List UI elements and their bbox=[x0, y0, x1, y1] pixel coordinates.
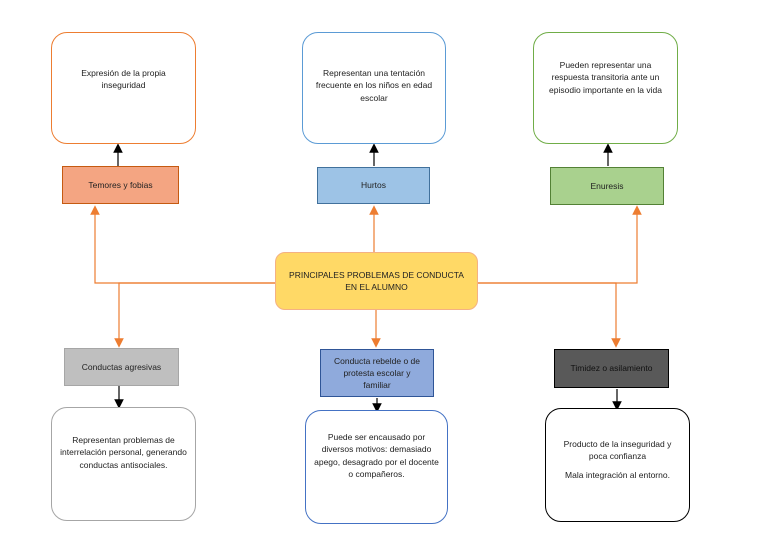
category-enuresis: Enuresis bbox=[550, 167, 664, 205]
category-temores-label: Temores y fobias bbox=[88, 179, 153, 190]
description-agresivas-text: Representan problemas de interrelación p… bbox=[60, 435, 187, 470]
center-label: PRINCIPALES PROBLEMAS DE CONDUCTA EN EL … bbox=[289, 269, 464, 292]
description-timidez-text-2: Mala integración al entorno. bbox=[565, 469, 670, 480]
description-temores-text: Expresión de la propia inseguridad bbox=[81, 68, 166, 91]
category-agresivas: Conductas agresivas bbox=[64, 348, 179, 386]
description-hurtos: Representan una tentación frecuente en l… bbox=[302, 32, 446, 144]
connector-temores bbox=[90, 205, 275, 284]
category-timidez: Timidez o asilamiento bbox=[554, 349, 669, 388]
category-enuresis-label: Enuresis bbox=[590, 180, 624, 191]
category-rebelde-label: Conducta rebelde o de protesta escolar y… bbox=[333, 355, 420, 391]
category-agresivas-label: Conductas agresivas bbox=[81, 361, 162, 372]
center-node: PRINCIPALES PROBLEMAS DE CONDUCTA EN EL … bbox=[275, 252, 478, 310]
connector-timidez bbox=[478, 282, 621, 348]
category-hurtos: Hurtos bbox=[317, 167, 430, 204]
description-enuresis: Pueden representar una respuesta transit… bbox=[533, 32, 678, 144]
category-timidez-label: Timidez o asilamiento bbox=[570, 363, 653, 374]
description-timidez-text: Producto de la inseguridad y poca confia… bbox=[563, 439, 672, 462]
category-rebelde: Conducta rebelde o de protesta escolar y… bbox=[320, 349, 434, 397]
description-rebelde-text: Puede ser encausado por diversos motivos… bbox=[314, 432, 439, 479]
category-temores: Temores y fobias bbox=[62, 166, 179, 204]
description-agresivas: Representan problemas de interrelación p… bbox=[51, 407, 196, 521]
connector-enuresis bbox=[478, 205, 642, 284]
description-hurtos-text: Representan una tentación frecuente en l… bbox=[315, 68, 433, 103]
connector-agresivas bbox=[114, 282, 275, 348]
description-timidez: Producto de la inseguridad y poca confia… bbox=[545, 408, 690, 522]
description-temores: Expresión de la propia inseguridad bbox=[51, 32, 196, 144]
description-enuresis-text: Pueden representar una respuesta transit… bbox=[549, 60, 662, 95]
category-hurtos-label: Hurtos bbox=[360, 180, 387, 191]
description-rebelde: Puede ser encausado por diversos motivos… bbox=[305, 410, 448, 524]
